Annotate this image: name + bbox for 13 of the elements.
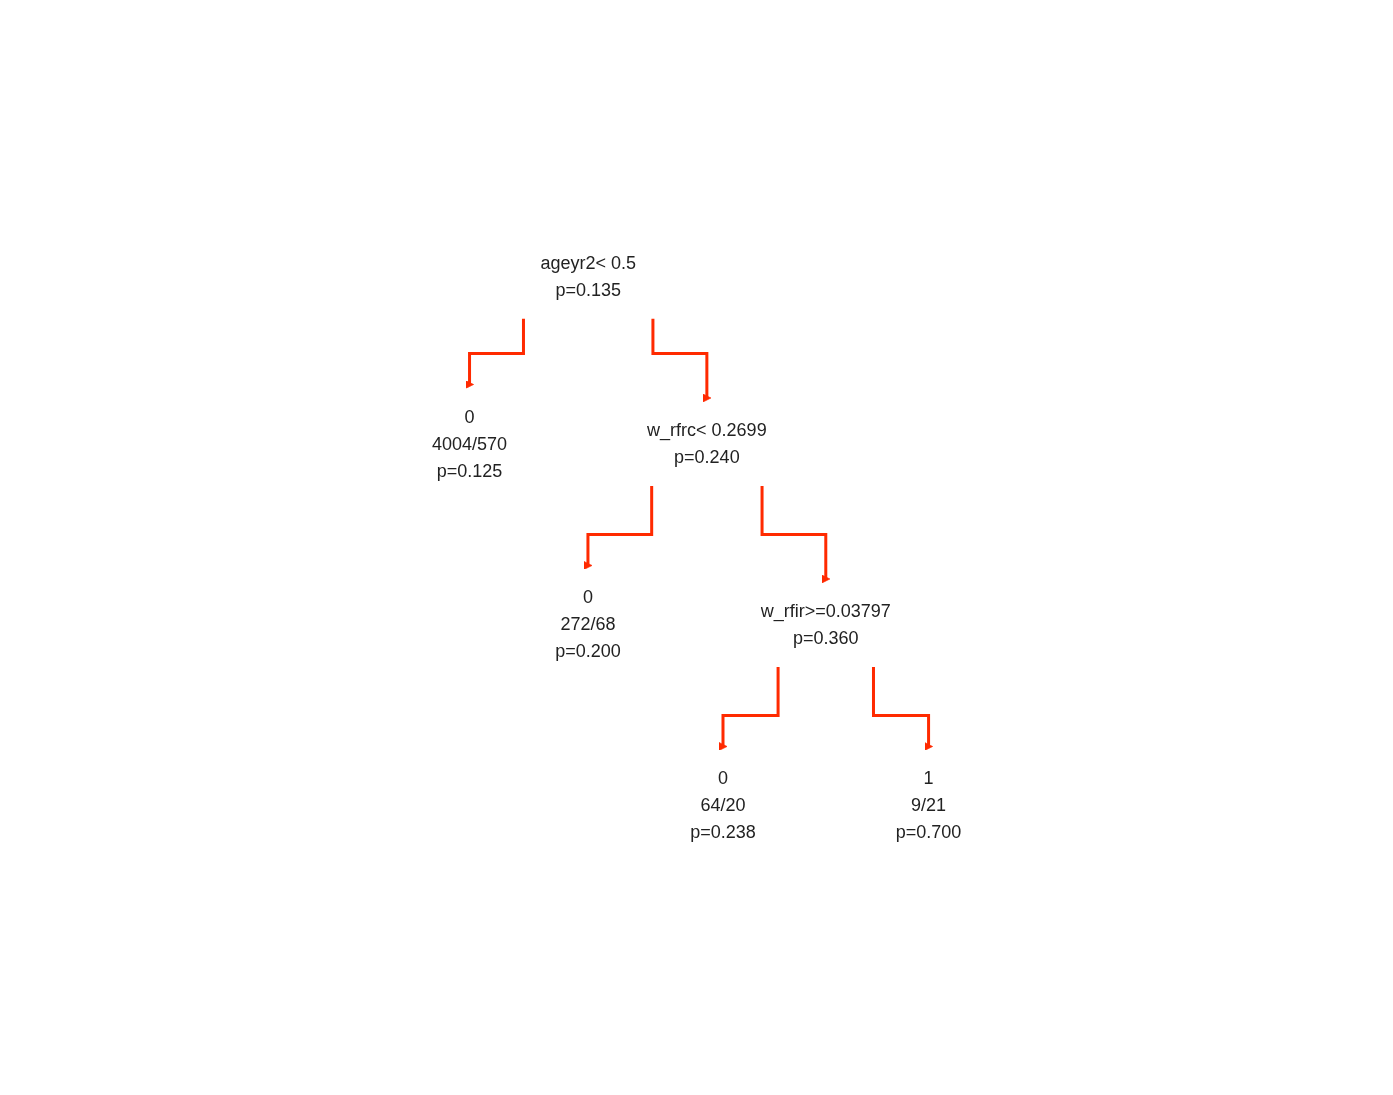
arrow [871, 666, 933, 751]
arrow [651, 318, 712, 402]
node-text: 1 9/21 p=0.700 [895, 768, 962, 842]
node-text: 0 4004/570 p=0.125 [431, 406, 507, 480]
node-text: w_rfrc< 0.2699 p=0.240 [646, 419, 767, 467]
arrow [583, 485, 653, 570]
node-text: 0 64/20 p=0.238 [690, 768, 756, 842]
node-text: ageyr2< 0.5 p=0.135 [540, 252, 636, 299]
arrow [760, 485, 830, 583]
arrow [464, 318, 525, 389]
arrow [718, 666, 780, 751]
node-text: 0 272/68 p=0.200 [554, 587, 621, 661]
node-text: w_rfir>=0.03797 p=0.360 [760, 600, 891, 648]
